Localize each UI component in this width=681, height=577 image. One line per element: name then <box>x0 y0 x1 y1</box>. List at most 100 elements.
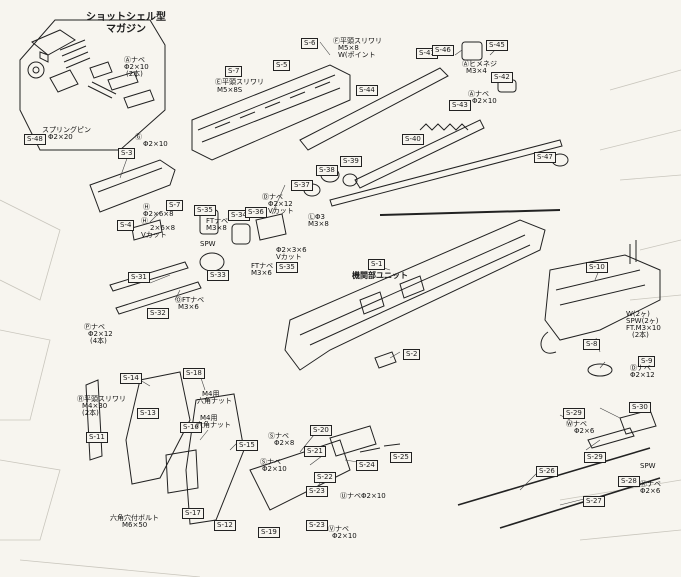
annotation: Vカット <box>141 231 167 239</box>
annotation: 六角ナット <box>196 421 231 429</box>
annotation: Ⓔ平頭スリワリ <box>215 78 264 86</box>
part-label: S-10 <box>586 262 608 273</box>
annotation: SPW <box>640 462 656 470</box>
annotation: Φ2×12 <box>88 330 113 338</box>
part-label: S-44 <box>356 85 378 96</box>
part-label: S-22 <box>314 472 336 483</box>
annotation: ⓊナベΦ2×10 <box>340 492 386 500</box>
annotation: Ⓢナベ <box>260 458 281 466</box>
part-label: S-7 <box>166 200 184 211</box>
part-label: S-19 <box>258 527 280 538</box>
annotation: Vカット <box>276 253 302 261</box>
annotation: Ⓡ平頭スリワリ <box>77 395 126 403</box>
part-label: S-29 <box>563 408 585 419</box>
annotation: 六角ナット <box>197 397 232 405</box>
part-label: S-7 <box>225 66 243 77</box>
annotation: スプリングピン <box>42 126 91 134</box>
part-label: S-28 <box>618 476 640 487</box>
part-label: S-11 <box>86 432 108 443</box>
part-label: S-45 <box>486 40 508 51</box>
part-label: S-31 <box>128 272 150 283</box>
part-label: S-5 <box>273 60 291 71</box>
part-label: S-42 <box>491 72 513 83</box>
annotation: M4用 <box>200 414 218 422</box>
part-label: S-21 <box>304 446 326 457</box>
annotation: M3×6 <box>178 303 199 311</box>
annotation: M5×8S <box>217 86 243 94</box>
annotation: M6×50 <box>122 521 148 529</box>
handguard-drawing <box>191 64 351 161</box>
annotation: M5×8 <box>338 44 359 52</box>
part-label: S-3 <box>118 148 136 159</box>
part-label: S-30 <box>629 402 651 413</box>
annotation: W(2ヶ) <box>626 310 650 318</box>
annotation: 2×6×8 <box>150 224 176 232</box>
annotation: Φ2×10 <box>472 97 497 105</box>
annotation: Ⓕ平頭スリワリ <box>333 37 382 45</box>
annotation: Ⓖ <box>135 133 142 141</box>
annotation: Φ2×20 <box>48 133 73 141</box>
part-label: S-38 <box>316 165 338 176</box>
annotation: Vカット <box>268 207 294 215</box>
upper-cover-drawing <box>89 159 176 213</box>
annotation: Φ2×10 <box>332 532 357 540</box>
annotation: W(ポイント <box>338 51 376 59</box>
mechanism-unit-label: 機関部ユニット <box>352 271 408 280</box>
annotation: ⓁΦ3 <box>308 213 325 221</box>
annotation: (2本) <box>126 70 143 78</box>
part-label: S-40 <box>402 134 424 145</box>
part-label: S-17 <box>182 508 204 519</box>
annotation: Φ2×10 <box>262 465 287 473</box>
magazine-title-line2: マガジン <box>106 24 146 35</box>
annotation: FTナベ <box>206 217 229 225</box>
annotation: Ⓧナベ <box>640 480 661 488</box>
annotation: FTナベ <box>251 262 274 270</box>
annotation: Ⓓナベ <box>630 364 651 372</box>
part-label: S-18 <box>183 368 205 379</box>
part-label: S-8 <box>583 339 601 350</box>
part-label: S-23 <box>306 520 328 531</box>
annotation: Φ2×12 <box>630 371 655 379</box>
part-label: S-39 <box>340 156 362 167</box>
grip-left-drawing <box>125 371 191 485</box>
annotation: SPW(2ヶ) <box>626 317 659 325</box>
magazine-title: ショットシェル型 マガジン <box>86 12 166 36</box>
annotation: (2本) <box>632 331 649 339</box>
part-label: S-33 <box>207 270 229 281</box>
part-label: S-9 <box>638 356 656 367</box>
part-label: S-23 <box>306 486 328 497</box>
part-label: S-25 <box>390 452 412 463</box>
annotation: (4本) <box>90 337 107 345</box>
annotation: Ⓐヒメネジ <box>462 60 497 68</box>
annotation: Φ2×6×8 <box>143 210 174 218</box>
annotation: Ⓦナベ <box>566 420 587 428</box>
part-label: S-1 <box>368 259 386 270</box>
part-label: S-46 <box>432 45 454 56</box>
annotation: M3×4 <box>466 67 487 75</box>
part-label: S-48 <box>24 134 46 145</box>
part-label: S-26 <box>536 466 558 477</box>
annotation: Ⓗ <box>141 217 148 225</box>
part-label: S-27 <box>583 496 605 507</box>
annotation: 六角穴付ボルト <box>110 514 159 522</box>
stock-drawing <box>544 254 661 341</box>
annotation: Φ2×8 <box>274 439 295 447</box>
part-label: S-2 <box>403 349 421 360</box>
part-label: S-16 <box>180 422 202 433</box>
annotation: Φ2×6 <box>574 427 595 435</box>
part-label: S-47 <box>534 152 556 163</box>
annotation: (2本) <box>82 409 99 417</box>
part-label: S-36 <box>245 207 267 218</box>
annotation: M3×8 <box>308 220 329 228</box>
annotation: Φ2×10 <box>124 63 149 71</box>
annotation: Ⓐナベ <box>468 90 489 98</box>
annotation: FT.M3×10 <box>626 324 661 332</box>
part-label: S-15 <box>236 440 258 451</box>
part-label: S-24 <box>356 460 378 471</box>
annotation: M3×6 <box>251 269 272 277</box>
part-label: S-37 <box>291 180 313 191</box>
annotation: Ⓥナベ <box>328 525 349 533</box>
part-label: S-14 <box>120 373 142 384</box>
part-label: S-32 <box>147 308 169 319</box>
